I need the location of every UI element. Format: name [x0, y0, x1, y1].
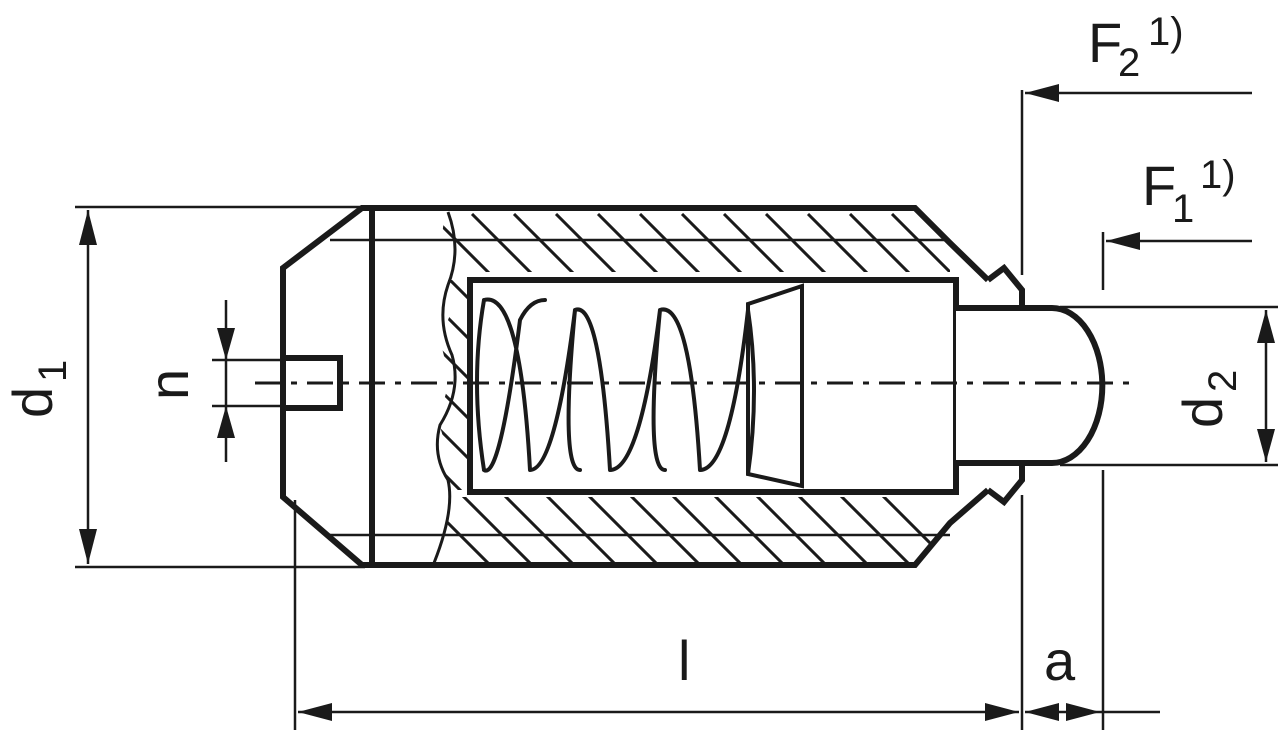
thread-lines	[330, 238, 950, 537]
screwdriver-slot	[283, 355, 343, 411]
break-line	[432, 211, 457, 564]
label-n: n	[137, 369, 200, 400]
label-f2: F 2 1)	[1088, 10, 1184, 85]
label-f2-sup: 1)	[1148, 10, 1184, 54]
section-hatching	[435, 213, 950, 563]
plunger-seat	[746, 283, 804, 489]
label-d1-main: d	[1, 387, 64, 418]
label-d1: d 1	[1, 360, 75, 418]
ball-plunger	[956, 305, 1106, 466]
label-d2-main: d	[1171, 397, 1234, 428]
label-d2-sub: 2	[1201, 370, 1245, 392]
label-f1-main: F	[1142, 154, 1176, 217]
label-f2-main: F	[1088, 11, 1122, 74]
label-f2-sub: 2	[1118, 41, 1140, 85]
label-f1-sup: 1)	[1200, 153, 1236, 197]
dimension-arrows	[79, 84, 1275, 721]
label-a: a	[1044, 629, 1076, 692]
label-f1: F 1 1)	[1142, 153, 1236, 231]
label-d1-sub: 1	[31, 360, 75, 382]
body-outline	[280, 205, 1025, 568]
label-l: l	[678, 629, 690, 692]
label-f1-sub: 1	[1172, 187, 1194, 231]
label-d2: d 2	[1171, 370, 1245, 428]
dimension-lines	[75, 90, 1278, 730]
compression-spring	[475, 297, 756, 476]
